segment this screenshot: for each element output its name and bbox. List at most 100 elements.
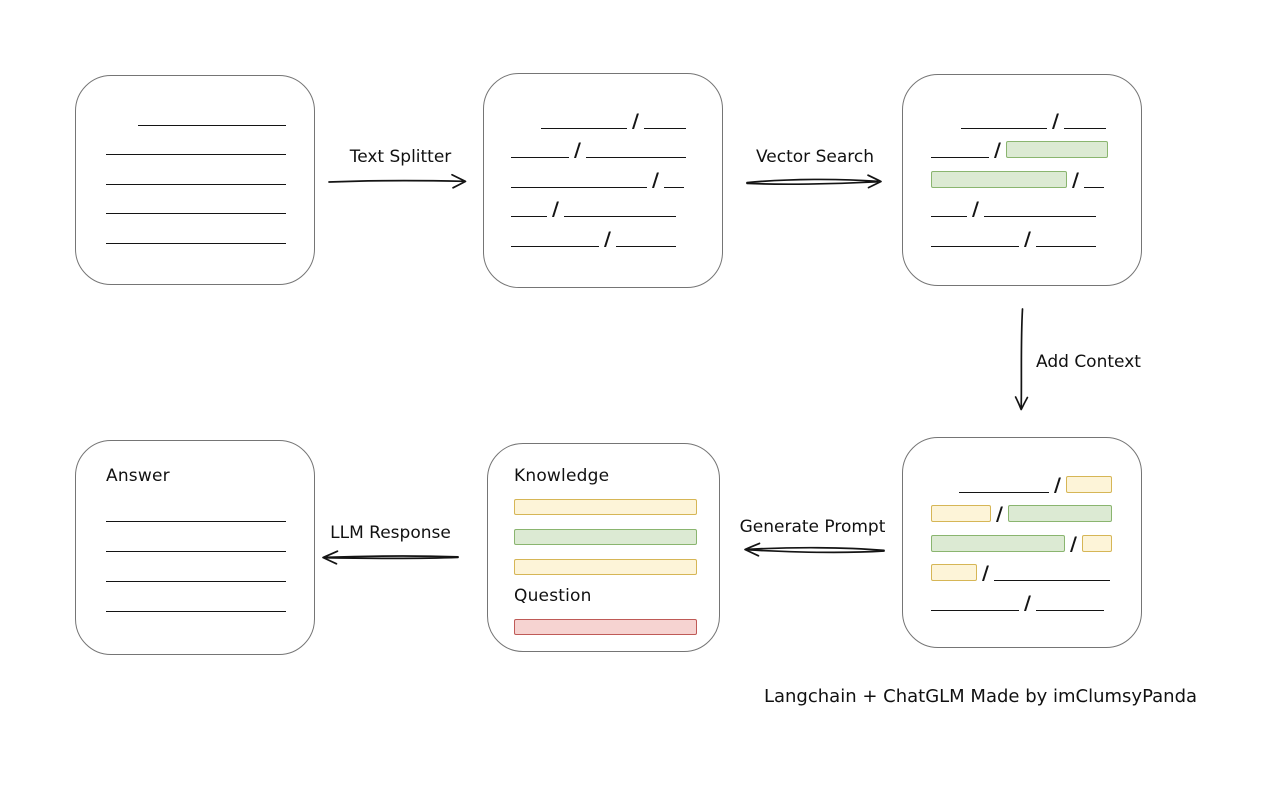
llm-response-label: LLM Response bbox=[330, 523, 451, 543]
chunk-row bbox=[106, 126, 286, 156]
text-line bbox=[106, 521, 286, 522]
yellow-chunk bbox=[931, 564, 977, 582]
credit-caption: Langchain + ChatGLM Made by imClumsyPand… bbox=[763, 686, 1198, 707]
chunk-separator: / bbox=[982, 562, 989, 585]
chunk-row: / bbox=[511, 158, 695, 191]
llm-response-arrow-icon bbox=[322, 550, 459, 565]
chunk-row: / bbox=[931, 552, 1113, 585]
chunk-row: / bbox=[511, 129, 695, 162]
text-line bbox=[931, 245, 1019, 247]
chunk-row bbox=[106, 214, 286, 244]
add-context-label: Add Context bbox=[1036, 352, 1141, 372]
text-line bbox=[106, 242, 286, 244]
context-chunks-node: / / / / / bbox=[902, 437, 1142, 648]
text-line bbox=[563, 216, 676, 218]
text-line bbox=[541, 127, 627, 129]
text-line bbox=[1083, 186, 1104, 188]
answer-node: Answer bbox=[75, 440, 315, 655]
chunk-row: / bbox=[511, 217, 695, 250]
yellow-chunk bbox=[1065, 475, 1112, 493]
chunk-row bbox=[106, 522, 286, 552]
green-chunk bbox=[1007, 505, 1112, 523]
green-chunk bbox=[931, 534, 1065, 552]
chunk-row bbox=[106, 185, 286, 215]
text-line bbox=[993, 580, 1110, 582]
text-line bbox=[511, 186, 647, 188]
text-line bbox=[615, 245, 676, 247]
chunk-separator: / bbox=[1054, 473, 1061, 496]
red-bar bbox=[514, 619, 697, 635]
split-chunks-lines: / / / / / bbox=[511, 99, 695, 250]
chunk-separator: / bbox=[632, 109, 639, 132]
chunk-separator: / bbox=[1052, 109, 1059, 132]
yellow-bar bbox=[514, 559, 697, 575]
text-line bbox=[643, 127, 686, 129]
generate-prompt-label: Generate Prompt bbox=[739, 517, 886, 537]
answer-content: Answer bbox=[106, 466, 286, 612]
text-line bbox=[106, 213, 286, 215]
text-line bbox=[931, 216, 967, 218]
chunk-separator: / bbox=[604, 227, 611, 250]
text-line bbox=[511, 157, 569, 159]
green-bar bbox=[514, 529, 697, 545]
document-lines bbox=[106, 96, 286, 244]
text-line bbox=[1063, 127, 1106, 129]
chunk-separator: / bbox=[1024, 227, 1031, 250]
chunk-separator: / bbox=[574, 139, 581, 162]
chunk-row bbox=[106, 492, 286, 522]
knowledge-bars bbox=[514, 499, 697, 575]
text-line bbox=[138, 124, 286, 126]
chunk-separator: / bbox=[994, 139, 1001, 162]
retrieved-chunks-lines: / / / / / bbox=[931, 99, 1113, 250]
green-chunk bbox=[1005, 141, 1108, 159]
chunk-row bbox=[106, 155, 286, 185]
chunk-row: / bbox=[931, 129, 1113, 162]
vector-search-arrow-icon bbox=[746, 174, 882, 189]
text-line bbox=[663, 186, 684, 188]
chunk-row bbox=[106, 552, 286, 582]
yellow-chunk bbox=[1081, 534, 1112, 552]
chunk-separator: / bbox=[972, 198, 979, 221]
chunk-row: / bbox=[931, 463, 1113, 496]
text-splitter-label: Text Splitter bbox=[349, 147, 452, 167]
text-line bbox=[511, 245, 599, 247]
chunk-separator: / bbox=[996, 503, 1003, 526]
chunk-row: / bbox=[931, 581, 1113, 614]
text-line bbox=[1035, 609, 1104, 611]
chunk-separator: / bbox=[652, 168, 659, 191]
chunk-row: / bbox=[931, 99, 1113, 132]
answer-label: Answer bbox=[106, 466, 170, 486]
chunk-separator: / bbox=[1070, 532, 1077, 555]
vector-search-label: Vector Search bbox=[756, 147, 874, 167]
chunk-row bbox=[106, 582, 286, 612]
chunk-separator: / bbox=[1072, 168, 1079, 191]
chunk-row: / bbox=[931, 522, 1113, 555]
text-line bbox=[106, 581, 286, 582]
prompt-content: Knowledge Question bbox=[514, 466, 697, 635]
split-chunks-node: / / / / / bbox=[483, 73, 723, 288]
add-context-arrow-icon bbox=[1014, 308, 1029, 411]
question-label: Question bbox=[514, 586, 592, 606]
chunk-row bbox=[106, 96, 286, 126]
text-line bbox=[961, 127, 1047, 129]
text-line bbox=[585, 157, 686, 159]
chunk-separator: / bbox=[552, 198, 559, 221]
chunk-row: / bbox=[511, 188, 695, 221]
text-line bbox=[106, 551, 286, 552]
text-line bbox=[1035, 245, 1096, 247]
text-line bbox=[106, 183, 286, 185]
chunk-row: / bbox=[511, 99, 695, 132]
chunk-row: / bbox=[931, 188, 1113, 221]
chunk-row: / bbox=[931, 158, 1113, 191]
text-line bbox=[106, 154, 286, 156]
document-node bbox=[75, 75, 315, 285]
context-chunks-lines: / / / / / bbox=[931, 463, 1113, 614]
text-line bbox=[959, 491, 1049, 493]
text-line bbox=[931, 609, 1019, 611]
yellow-chunk bbox=[931, 505, 991, 523]
answer-lines bbox=[106, 492, 286, 612]
chunk-row: / bbox=[931, 493, 1113, 526]
chunk-separator: / bbox=[1024, 591, 1031, 614]
question-bars bbox=[514, 619, 697, 635]
